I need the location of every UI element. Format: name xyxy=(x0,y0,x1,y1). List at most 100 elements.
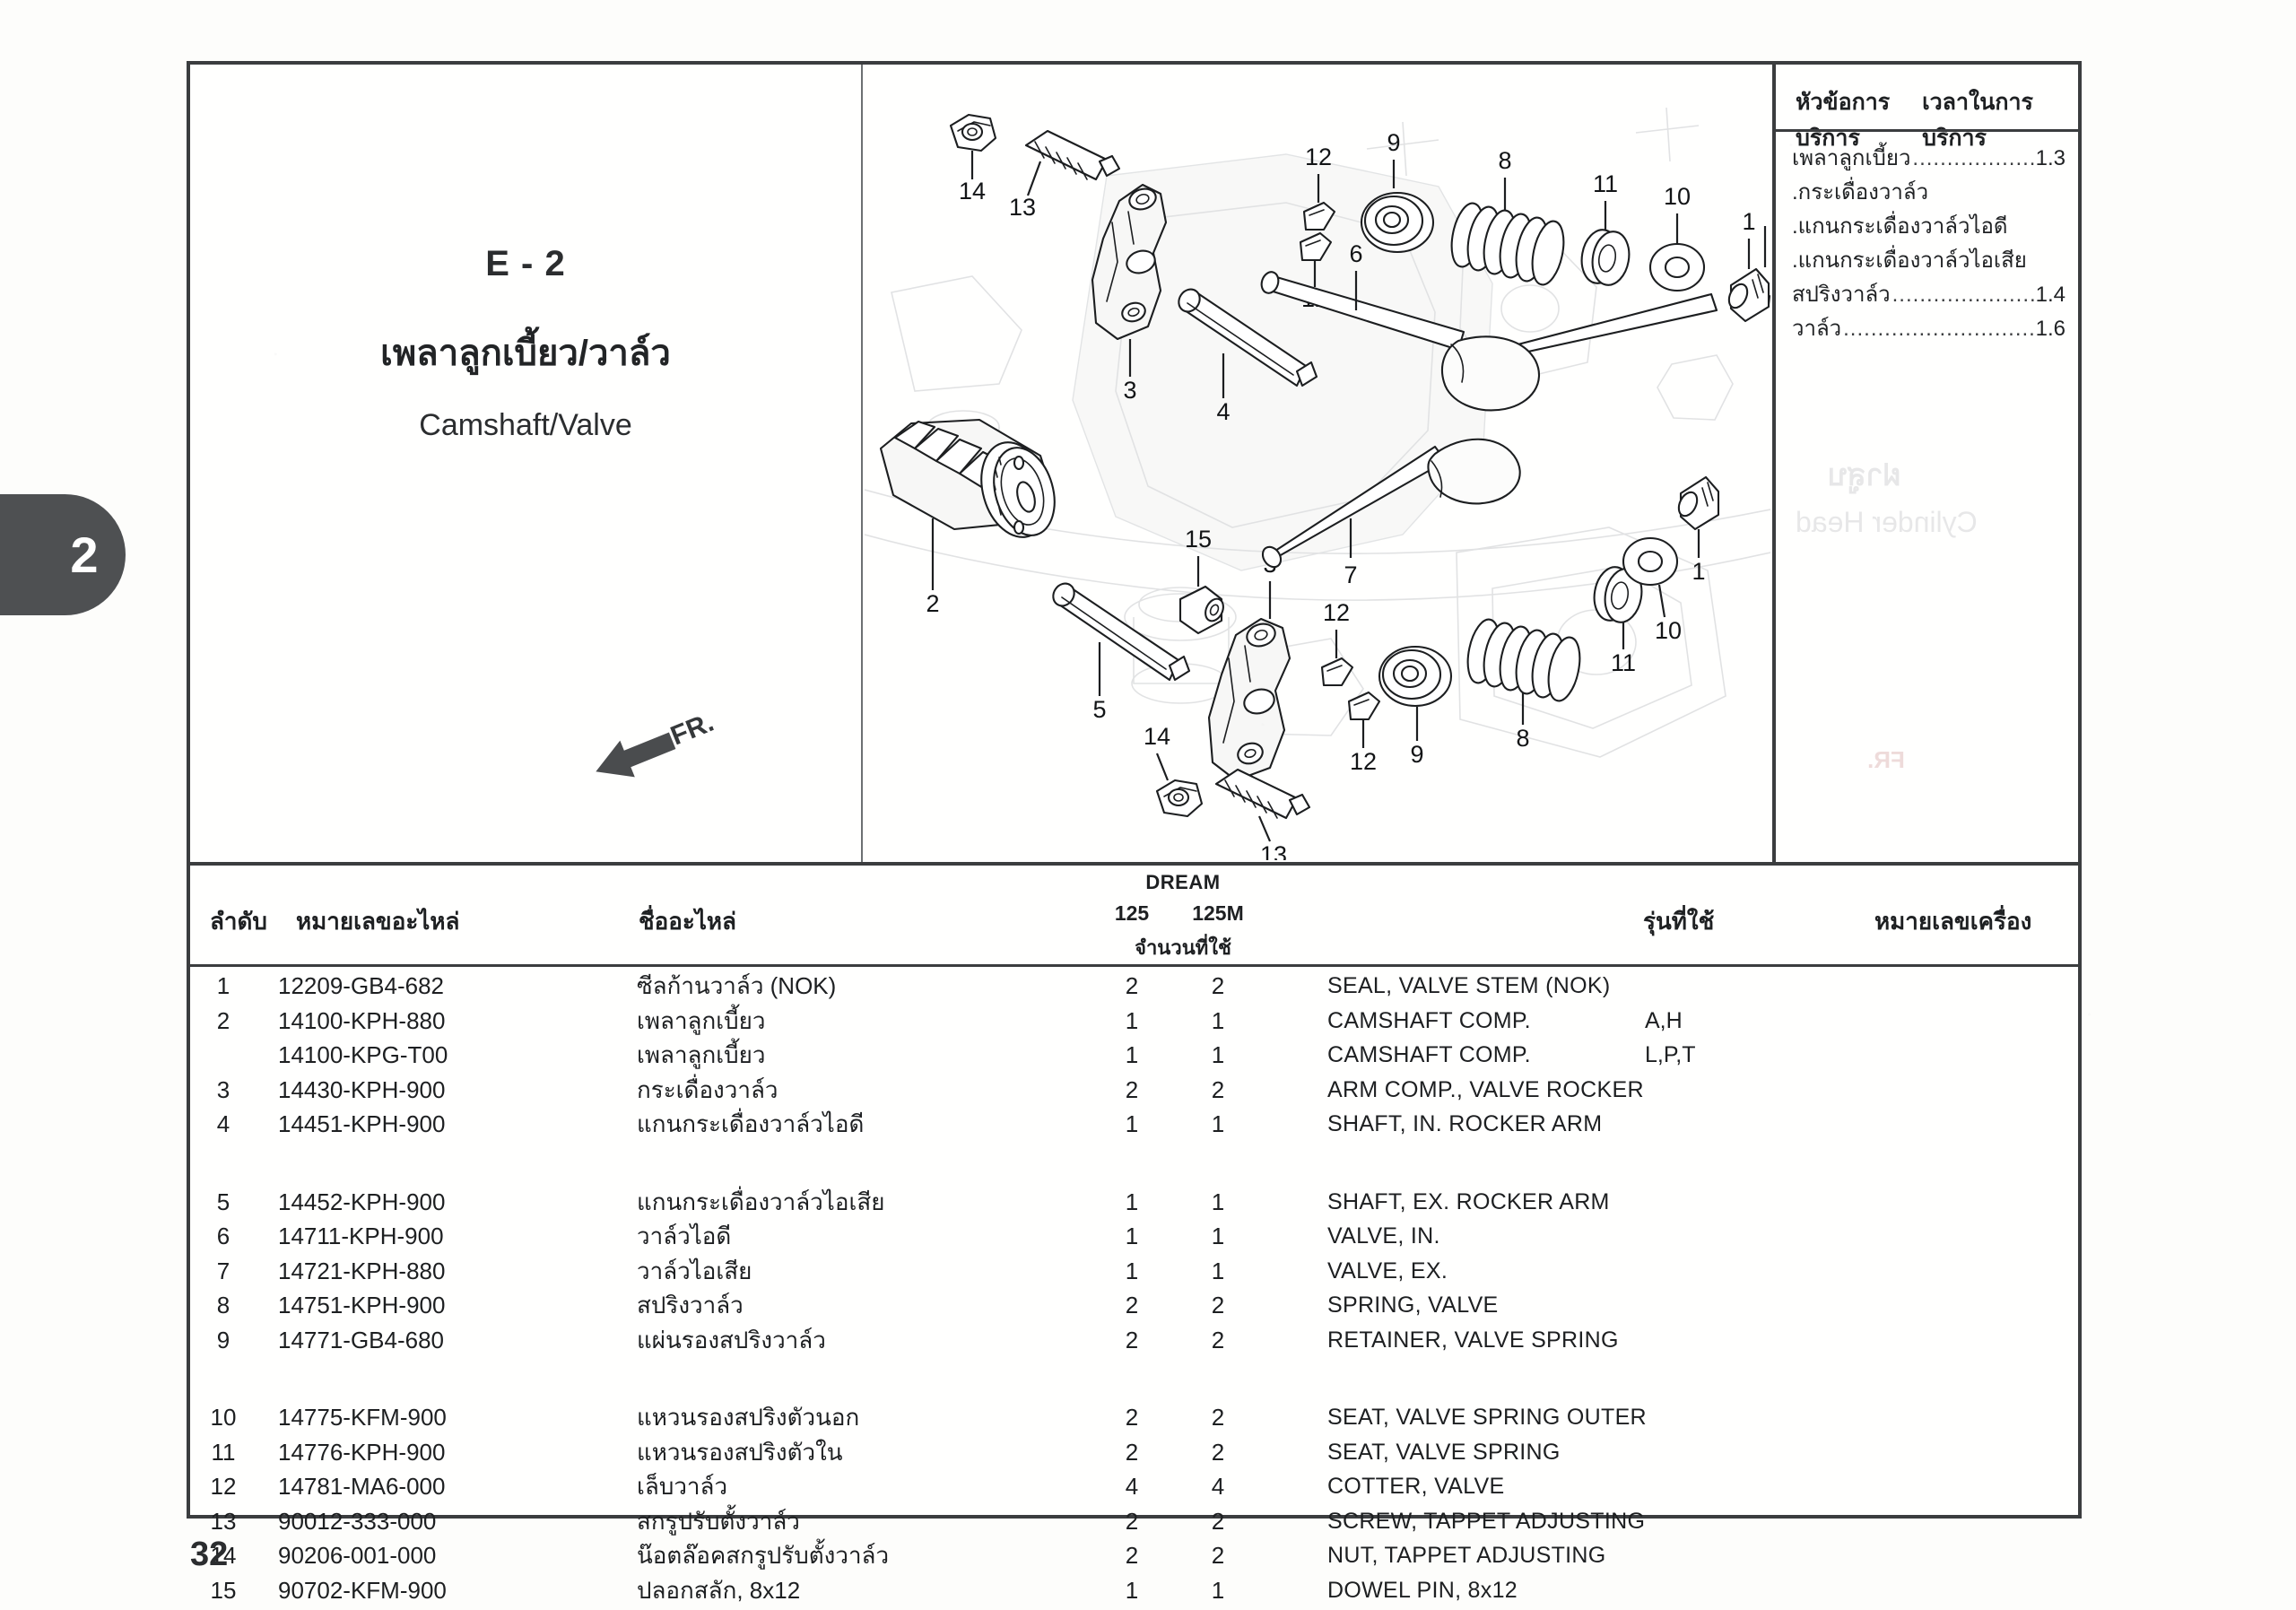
table-row: 14100-KPG-T00เพลาลูกเบี้ยว..............… xyxy=(190,1038,2082,1073)
row-part-name-english: COTTER, VALVE xyxy=(1327,1474,1505,1499)
part-11-spring-seat-inner-lower xyxy=(1593,566,1643,649)
divider-left xyxy=(861,65,863,864)
row-qty-125m: 2 xyxy=(1211,1326,1225,1353)
row-dot-leader: ........................................… xyxy=(637,1313,1075,1314)
service-row: วาล์ว...................................… xyxy=(1792,310,2066,344)
service-row: เพลาลูกเบี้ยว...........................… xyxy=(1792,140,2066,174)
row-qty-125m: 4 xyxy=(1211,1473,1225,1500)
row-part-number: 14100-KPG-T00 xyxy=(278,1041,448,1068)
row-part-name-english: SHAFT, IN. ROCKER ARM xyxy=(1327,1111,1603,1136)
row-part-name-english: VALVE, EX. xyxy=(1327,1258,1448,1284)
svg-text:13: 13 xyxy=(1009,194,1036,221)
svg-text:4: 4 xyxy=(1216,398,1230,425)
page-number: 32 xyxy=(190,1536,229,1573)
row-qty-125m: 1 xyxy=(1211,1223,1225,1249)
row-dot-leader: ........................................… xyxy=(637,1425,1075,1426)
row-part-name-english: ARM COMP., VALVE ROCKER xyxy=(1327,1076,1644,1102)
row-sequence: 12 xyxy=(210,1473,237,1500)
service-row-leader: ........................................… xyxy=(1892,284,2034,306)
row-part-name-thai: แกนกระเดื่องวาล์วไอดี xyxy=(637,1110,865,1137)
row-qty-125: 2 xyxy=(1125,1438,1139,1466)
row-sequence: 15 xyxy=(210,1576,237,1604)
header-part-number: หมายเลขอะไหล่ xyxy=(296,908,460,935)
row-qty-125: 1 xyxy=(1125,1223,1139,1249)
part-8-valve-spring-top xyxy=(1450,178,1565,286)
parts-table-header: ลำดับ หมายเลขอะไหล่ ชื่ออะไหล่ DREAM 125… xyxy=(190,866,2082,964)
service-row-time: 1.6 xyxy=(2035,317,2066,341)
service-header-rule xyxy=(1776,129,2082,132)
part-3-rocker-arm-lower xyxy=(1207,581,1292,782)
part-1-valve-stem-seal-top xyxy=(1727,239,1770,323)
svg-text:9: 9 xyxy=(1387,129,1400,156)
svg-text:12: 12 xyxy=(1323,599,1350,626)
row-part-name-english: VALVE, IN. xyxy=(1327,1223,1440,1249)
row-part-number: 14451-KPH-900 xyxy=(278,1110,446,1137)
row-qty-125m: 2 xyxy=(1211,1292,1225,1318)
row-part-name-thai: กระเดื่องวาล์ว xyxy=(637,1075,778,1103)
service-item-list: เพลาลูกเบี้ยว...........................… xyxy=(1776,140,2082,344)
row-qty-125: 1 xyxy=(1125,1006,1139,1034)
table-row: 414451-KPH-900แกนกระเดื่องวาล์วไอดี.....… xyxy=(190,1107,2082,1142)
section-title-english: Camshaft/Valve xyxy=(419,408,632,442)
row-part-number: 14721-KPH-880 xyxy=(278,1257,446,1284)
service-row-name: เพลาลูกเบี้ยว xyxy=(1792,146,1911,170)
row-part-number: 14430-KPH-900 xyxy=(278,1075,446,1103)
row-qty-125: 2 xyxy=(1125,1326,1139,1353)
service-row-leader: ........................................… xyxy=(1912,148,2033,170)
row-sequence: 9 xyxy=(216,1326,230,1353)
part-8-valve-spring-lower xyxy=(1466,618,1581,725)
service-row-name: .แกนกระเดื่องวาล์วไอดี xyxy=(1792,214,2008,239)
section-tab: 2 xyxy=(0,494,126,615)
row-part-name-english: CAMSHAFT COMP. xyxy=(1327,1042,1531,1067)
svg-text:1: 1 xyxy=(1742,208,1755,235)
part-14-nut-lower xyxy=(1155,753,1204,818)
row-part-name-thai: เล็บวาล์ว xyxy=(637,1473,728,1500)
service-row: สปริงวาล์ว..............................… xyxy=(1792,276,2066,310)
svg-text:10: 10 xyxy=(1664,183,1691,210)
table-row: 1214781-MA6-000เล็บวาล์ว................… xyxy=(190,1469,2082,1504)
row-part-name-thai: ซีลก้านวาล์ว (NOK) xyxy=(637,972,837,999)
header-qty-label: จำนวนที่ใช้ xyxy=(1135,936,1231,959)
row-part-name-thai: แหวนรองสปริงตัวนอก xyxy=(637,1404,860,1431)
row-dot-leader: ........................................… xyxy=(637,1209,1075,1210)
row-sequence: 13 xyxy=(210,1507,237,1535)
row-part-name-english: SEAL, VALVE STEM (NOK) xyxy=(1327,973,1611,998)
service-row: .กระเดื่องวาล์ว.........................… xyxy=(1792,174,2066,208)
table-row: 514452-KPH-900แกนกระเดื่องวาล์วไอเสีย...… xyxy=(190,1185,2082,1220)
svg-text:12: 12 xyxy=(1301,285,1328,312)
row-dot-leader: ........................................… xyxy=(637,1028,1075,1029)
service-row: .แกนกระเดื่องวาล์วไอดี..................… xyxy=(1792,208,2066,242)
row-sequence: 3 xyxy=(216,1075,230,1103)
part-9-spring-retainer-top xyxy=(1360,160,1435,254)
row-qty-125m: 2 xyxy=(1211,1404,1225,1431)
row-part-name-english: CAMSHAFT COMP. xyxy=(1327,1007,1531,1033)
table-row: 814751-KPH-900สปริงวาล์ว................… xyxy=(190,1288,2082,1323)
part-13-screw-lower xyxy=(1214,768,1311,842)
row-dot-leader: ........................................… xyxy=(637,1459,1075,1460)
svg-text:13: 13 xyxy=(1260,841,1287,860)
front-direction-mark: FR. xyxy=(580,706,751,805)
row-sequence: 6 xyxy=(216,1223,230,1249)
part-11-spring-seat-inner-top xyxy=(1580,201,1631,286)
row-qty-125: 1 xyxy=(1125,1257,1139,1284)
header-engine-number: หมายเลขเครื่อง xyxy=(1874,908,2032,935)
row-qty-125m: 1 xyxy=(1211,1576,1225,1604)
service-row: .แกนกระเดื่องวาล์วไอเสีย................… xyxy=(1792,242,2066,276)
service-row-time: 1.3 xyxy=(2035,146,2066,170)
row-qty-125: 1 xyxy=(1125,1576,1139,1604)
row-part-name-english: DOWEL PIN, 8x12 xyxy=(1327,1577,1518,1603)
row-qty-125: 4 xyxy=(1125,1473,1139,1500)
row-dot-leader: ........................................… xyxy=(637,1597,1075,1598)
row-part-name-thai: แผ่นรองสปริงวาล์ว xyxy=(637,1326,826,1353)
table-group-spacer xyxy=(190,1357,2082,1400)
row-part-name-thai: วาล์วไอเสีย xyxy=(637,1257,752,1284)
row-qty-125: 2 xyxy=(1125,1542,1139,1569)
row-qty-125m: 1 xyxy=(1211,1257,1225,1284)
svg-text:1: 1 xyxy=(1692,558,1705,585)
row-part-name-thai: น๊อตล๊อคสกรูปรับตั้งวาล์ว xyxy=(637,1542,890,1569)
row-sequence: 10 xyxy=(210,1404,237,1431)
row-sequence: 1 xyxy=(216,972,230,999)
table-group-spacer xyxy=(190,1142,2082,1185)
